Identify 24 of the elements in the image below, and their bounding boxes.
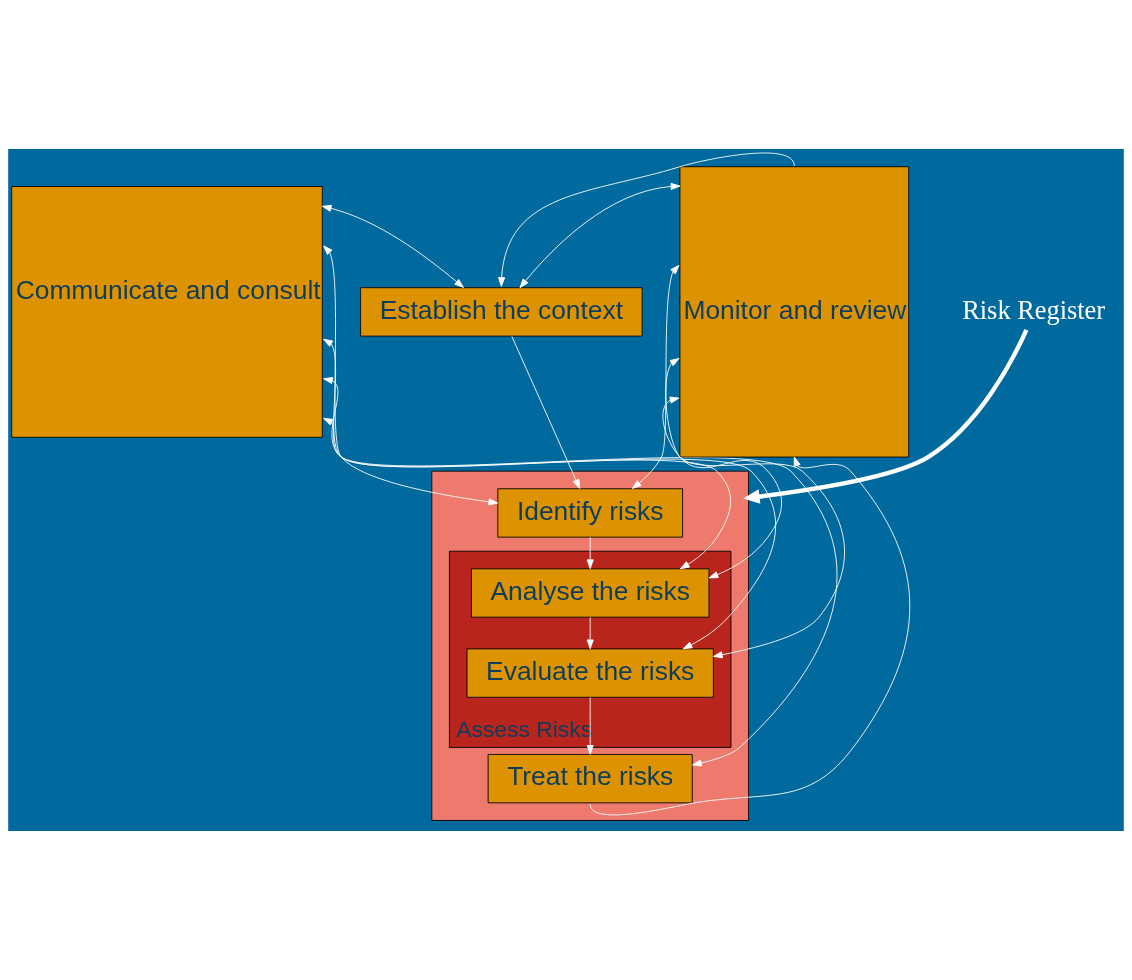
node-box: Identify risks — [497, 488, 684, 538]
arrow — [631, 264, 680, 489]
arrow — [586, 536, 594, 570]
arrow — [323, 245, 499, 506]
arrow — [662, 396, 845, 659]
arrow — [586, 616, 594, 650]
arrow — [665, 358, 783, 579]
arrow — [323, 377, 776, 650]
arrow — [323, 338, 731, 570]
node-text: Risk Register — [962, 294, 1106, 325]
node-box: Monitor and review — [679, 166, 910, 458]
arrow — [589, 456, 911, 816]
node-box: Establish the context — [360, 287, 643, 337]
node-box: Communicate and consult — [11, 186, 323, 438]
arrow — [743, 329, 1029, 504]
cluster — [431, 470, 749, 821]
arrow — [511, 336, 581, 489]
arrow — [321, 204, 464, 288]
node-box: Analyse the risks — [471, 568, 710, 618]
node-box: Treat the risks — [487, 754, 693, 804]
node-box: Evaluate the risks — [466, 648, 714, 698]
arrow — [498, 152, 795, 287]
arrow — [519, 182, 681, 289]
arrow — [323, 417, 838, 767]
